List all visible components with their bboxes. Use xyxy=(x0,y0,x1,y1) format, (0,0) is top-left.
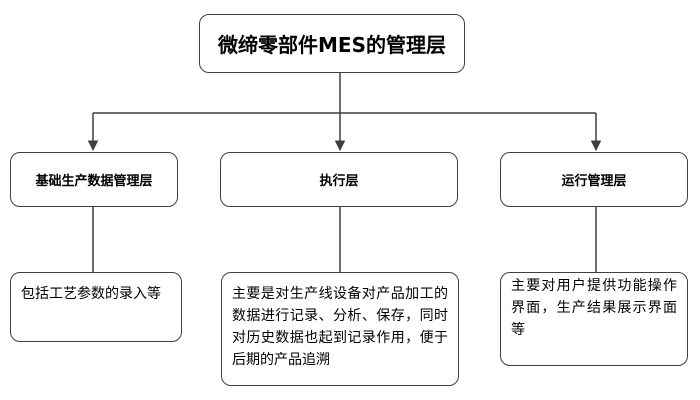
desc-box-operation-management: 主要对用户提供功能操作界面，生产结果展示界面等 xyxy=(500,272,688,366)
node-basic-production-data-layer: 基础生产数据管理层 xyxy=(10,152,178,207)
desc-text-operation-management: 主要对用户提供功能操作界面，生产结果展示界面等 xyxy=(511,278,677,338)
node-label-operation-management: 运行管理层 xyxy=(561,174,627,189)
node-label-basic-production-data: 基础生产数据管理层 xyxy=(35,174,153,189)
node-execution-layer: 执行层 xyxy=(220,152,458,207)
desc-text-basic-production-data: 包括工艺参数的录入等 xyxy=(21,286,161,302)
node-label-execution: 执行层 xyxy=(319,174,359,189)
desc-text-execution: 主要是对生产线设备对产品加工的数据进行记录、分析、保存，同时对历史数据也起到记录… xyxy=(232,286,448,368)
root-node-label: 微缔零部件MES的管理层 xyxy=(218,33,446,57)
desc-box-basic-production-data: 包括工艺参数的录入等 xyxy=(10,272,182,342)
desc-box-execution: 主要是对生产线设备对产品加工的数据进行记录、分析、保存，同时对历史数据也起到记录… xyxy=(221,272,459,386)
root-node-mes-management: 微缔零部件MES的管理层 xyxy=(199,14,465,73)
node-operation-management-layer: 运行管理层 xyxy=(500,152,688,207)
